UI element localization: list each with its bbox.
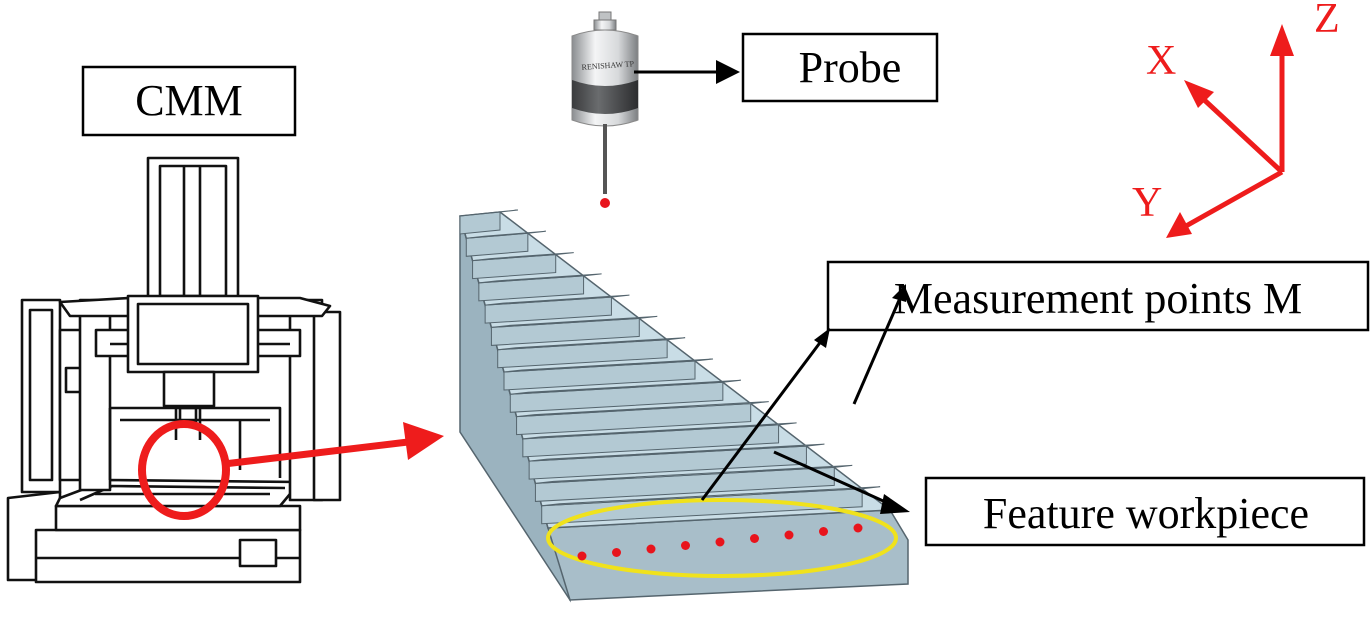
feature-workpiece-label: Feature workpiece (924, 476, 1366, 547)
workpiece-step-tread (510, 379, 741, 395)
measurement-point (819, 527, 828, 536)
workpiece-step-tread (466, 230, 546, 239)
workpiece-step-tread (497, 337, 686, 351)
workpiece-step-tread (516, 401, 769, 418)
axis-triad: Z X Y (1132, 0, 1340, 238)
cmm-label-text: CMM (135, 76, 243, 125)
workpiece-step-tread (491, 315, 658, 328)
probe: RENISHAW TP (571, 11, 639, 208)
measurement-point (646, 544, 656, 554)
measurement-point (612, 548, 621, 557)
probe-label: Probe (741, 32, 939, 103)
measurement-point (853, 523, 863, 533)
probe-stylus-tip (600, 198, 610, 208)
highlight-circle (138, 420, 230, 520)
axis-x-label: X (1146, 38, 1176, 84)
workpiece-step-tread (459, 209, 519, 217)
zoom-arrow (223, 422, 444, 468)
measurement-points-label: Measurement points M (826, 260, 1370, 332)
measurement-points (577, 523, 863, 561)
measurement-pointers (700, 284, 906, 501)
measurement-point (750, 534, 759, 543)
feature-workpiece (459, 209, 909, 603)
measurement-points-label-text: Measurement points M (894, 274, 1302, 323)
measurement-ellipse (546, 498, 898, 578)
workpiece-step-tread (529, 443, 825, 462)
measurement-point (681, 541, 690, 550)
feature-workpiece-label-text: Feature workpiece (983, 489, 1309, 538)
cmm-label: CMM (81, 65, 297, 137)
workpiece-step-tread (478, 273, 602, 284)
measurement-point (784, 530, 794, 540)
workpiece-steps (459, 209, 881, 525)
workpiece-step-tread (541, 486, 881, 507)
workpiece-step-tread (503, 358, 714, 373)
workpiece-step-tread (522, 422, 797, 440)
workpiece-step-tread (535, 464, 853, 484)
workpiece-step-tread (485, 294, 630, 306)
workpiece-step-tread (472, 252, 574, 262)
axis-z-label: Z (1314, 0, 1340, 42)
axis-y-label: Y (1132, 180, 1162, 226)
feature-workpiece-pointer (773, 450, 910, 514)
measurement-point (577, 551, 587, 561)
probe-body-text: RENISHAW TP (581, 59, 635, 72)
probe-label-text: Probe (799, 43, 902, 92)
measurement-point (715, 537, 725, 547)
